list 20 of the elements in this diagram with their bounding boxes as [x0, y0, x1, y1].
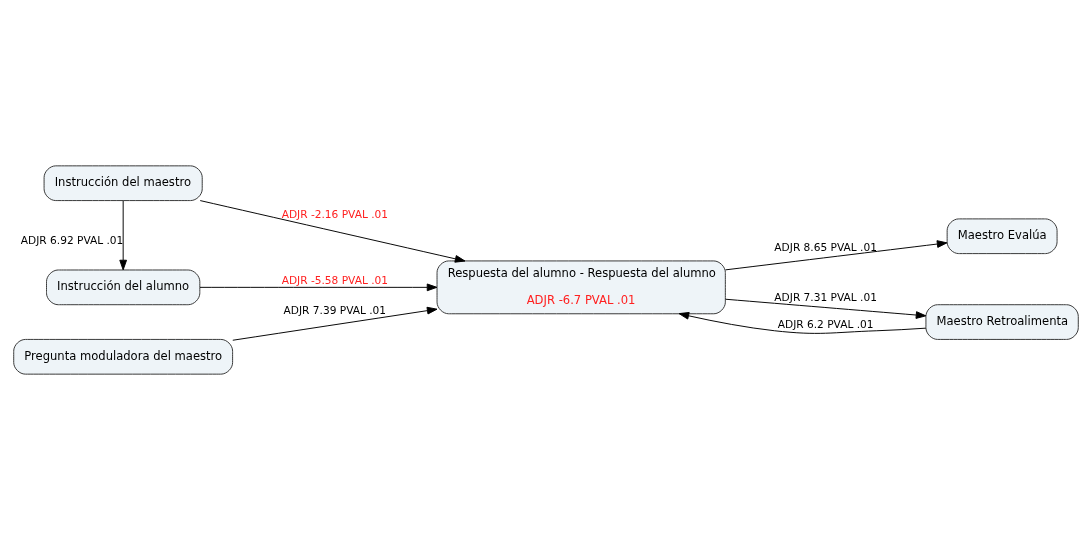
arrow — [199, 283, 438, 292]
edge-label: ADJR -2.16 PVAL .01 — [281, 207, 388, 220]
edge-label: ADJR 8.65 PVAL .01 — [774, 240, 877, 253]
edge-label: ADJR -5.58 PVAL .01 — [281, 274, 388, 287]
arrow — [678, 311, 927, 334]
node-box: Maestro Retroalimenta — [925, 304, 1079, 340]
edge-label: ADJR 6.92 PVAL .01 — [20, 233, 124, 246]
arrow — [232, 306, 438, 341]
edge-label: ADJR 7.31 PVAL .01 — [774, 290, 877, 303]
arrow — [725, 298, 927, 319]
node-box: Instrucción del alumno — [46, 269, 201, 306]
edge-label: ADJR 7.39 PVAL .01 — [283, 304, 387, 317]
arrow — [199, 200, 466, 263]
arrow — [725, 240, 948, 271]
node-box: Respuesta del alumno - Respuesta del alumno ADJR -6.7 PVAL .01 — [436, 260, 726, 315]
node-box: Instrucción del maestro — [43, 165, 203, 202]
node-box: Pregunta moduladora del maestro — [13, 338, 234, 375]
node-box: Maestro Evalúa — [946, 218, 1058, 255]
edge-label: ADJR 6.2 PVAL .01 — [777, 317, 874, 330]
arrow — [119, 200, 128, 271]
